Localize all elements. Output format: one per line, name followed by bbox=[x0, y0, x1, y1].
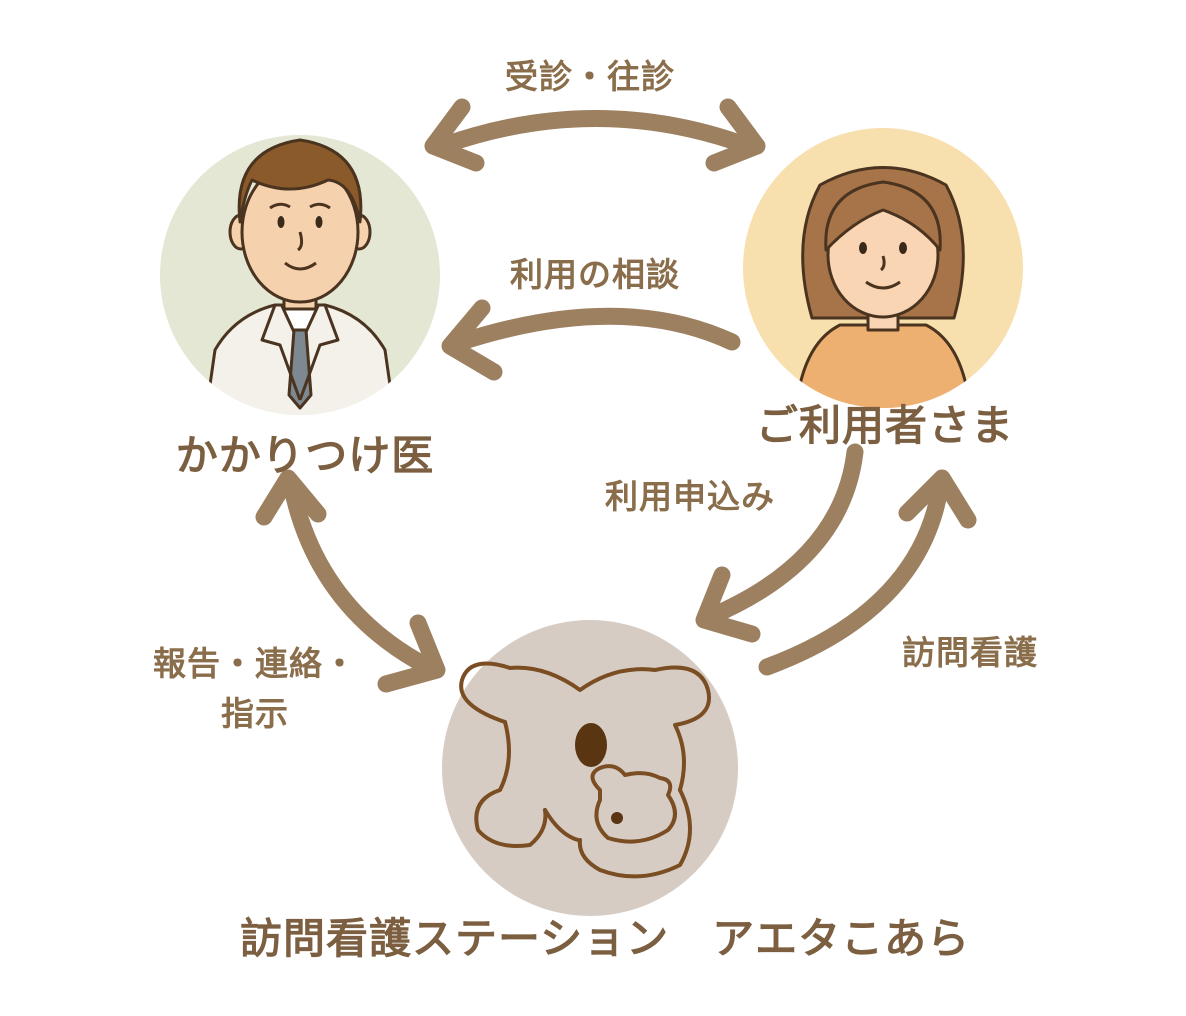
arrow-nursing-head bbox=[898, 469, 977, 529]
arrow-apply-head bbox=[695, 566, 761, 643]
arrow-visit-head-right bbox=[705, 98, 766, 172]
baby-koala-nose-icon bbox=[611, 812, 623, 824]
arrow-apply bbox=[703, 443, 864, 625]
edge-label-report-line2: 指示 bbox=[221, 694, 289, 733]
arrow-report bbox=[283, 479, 439, 677]
arrow-report-head-bottom bbox=[377, 614, 446, 693]
doctor-avatar-icon bbox=[203, 138, 397, 415]
koala-nose-icon bbox=[575, 723, 607, 767]
arrow-visit bbox=[436, 110, 754, 154]
node-label-doctor: かかりつけ医 bbox=[175, 431, 435, 480]
edge-label-nursing: 訪問看護 bbox=[902, 633, 1038, 672]
node-label-station: 訪問看護ステーション アエタこあら bbox=[240, 914, 971, 963]
arrow-visit-head-left bbox=[424, 98, 485, 172]
arrow-nursing bbox=[758, 479, 949, 676]
edge-label-visit: 受診・往診 bbox=[505, 57, 675, 96]
arrow-consult-head bbox=[441, 299, 503, 381]
arrow-report-head-top bbox=[255, 469, 327, 526]
station-circle bbox=[442, 620, 738, 916]
user-avatar-icon bbox=[793, 166, 973, 408]
edge-label-apply: 利用申込み bbox=[605, 477, 775, 516]
edge-label-consult: 利用の相談 bbox=[510, 255, 680, 294]
koala-logo-icon bbox=[459, 661, 712, 879]
arrow-consult bbox=[449, 307, 741, 352]
edge-label-report-line1: 報告・連絡・ bbox=[153, 644, 357, 683]
node-label-user: ご利用者さま bbox=[755, 401, 1014, 450]
